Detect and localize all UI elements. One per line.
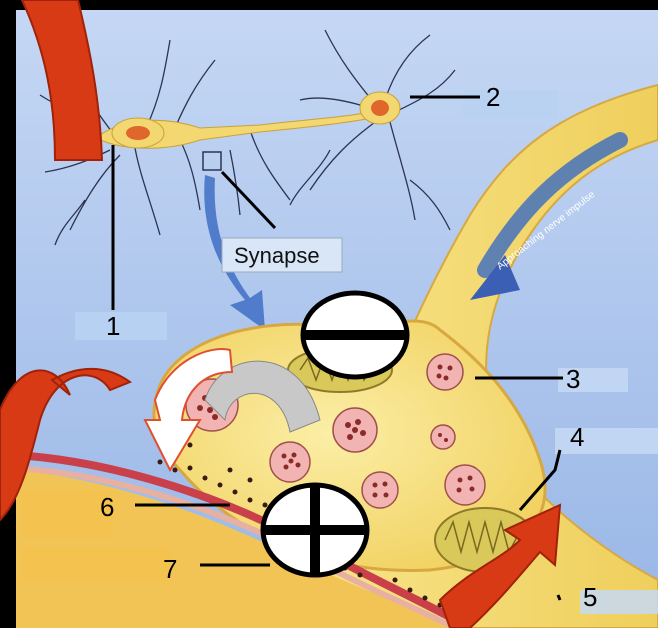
- vesicle: [362, 472, 398, 508]
- vesicle: [445, 465, 485, 505]
- label-box-7: [22, 548, 172, 582]
- minus-sign: [303, 293, 407, 377]
- label-box-1: [75, 312, 167, 340]
- label-6: 6: [100, 492, 114, 522]
- vesicle: [427, 354, 463, 390]
- label-box-2: [463, 90, 558, 118]
- vesicle: [431, 425, 455, 449]
- label-2: 2: [486, 82, 500, 112]
- label-7: 7: [163, 554, 177, 584]
- synapse-label: Synapse: [234, 243, 320, 268]
- plus-sign: [263, 485, 367, 575]
- nucleus-left: [126, 126, 150, 140]
- label-4: 4: [570, 422, 584, 452]
- label-5: 5: [583, 582, 597, 612]
- label-1: 1: [106, 311, 120, 341]
- nucleus-right: [371, 100, 389, 116]
- label-box-6: [22, 490, 112, 538]
- label-3: 3: [566, 364, 580, 394]
